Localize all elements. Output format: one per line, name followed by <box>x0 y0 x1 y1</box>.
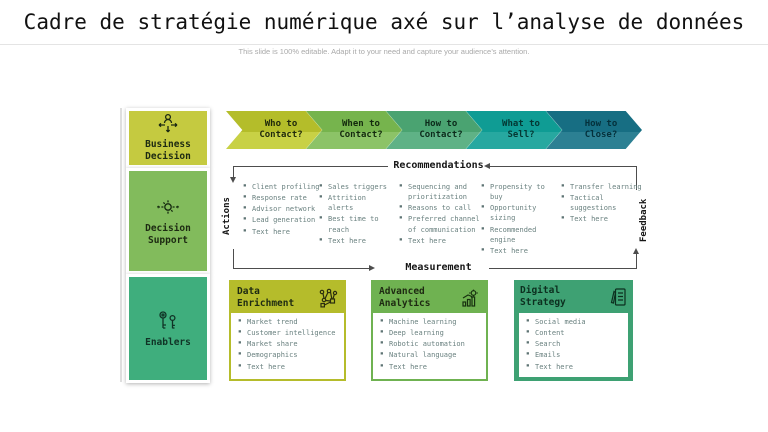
bullet-list: Machine learning Deep learning Robotic a… <box>379 317 482 372</box>
list-item: Robotic automation <box>379 339 482 349</box>
list-item: Advisor network <box>242 204 320 214</box>
measurement-arrow-right-icon <box>369 265 375 271</box>
list-item: Lead generation <box>242 215 320 225</box>
subtitle: This slide is 100% editable. Adapt it to… <box>0 39 768 58</box>
list-item: Best time to reach <box>318 214 394 234</box>
card-body: Social media Content Search Emails Text … <box>519 313 628 377</box>
list-item: Demographics <box>237 350 340 360</box>
measurement-line-right <box>489 268 637 269</box>
list-item: Social media <box>525 317 624 327</box>
loop-right-bottom-line <box>636 254 637 268</box>
advanced-analytics-icon <box>460 288 480 308</box>
recommendation-column-4: Propensity to buy Opportunity sizing Rec… <box>480 182 560 257</box>
bullet-list: Sequencing and prioritization Reasons to… <box>398 182 480 246</box>
loop-left-top-line <box>233 166 234 177</box>
card-header: Data Enrichment <box>231 282 344 313</box>
sidebar-item-label: Enablers <box>145 336 191 348</box>
measurement-line-left <box>233 268 369 269</box>
recommendation-column-3: Sequencing and prioritization Reasons to… <box>398 182 480 247</box>
subtitle-text: This slide is 100% editable. Adapt it to… <box>228 47 540 56</box>
list-item: Emails <box>525 350 624 360</box>
bullet-list: Social media Content Search Emails Text … <box>525 317 624 372</box>
recommendations-arrow-left-icon <box>484 163 490 169</box>
list-item: Market trend <box>237 317 340 327</box>
list-item: Text here <box>398 236 480 246</box>
list-item: Response rate <box>242 193 320 203</box>
sidebar-item-label: Business Decision <box>145 139 191 162</box>
card-header: Digital Strategy <box>514 280 633 313</box>
recommendations-line-right <box>489 166 637 167</box>
list-item: Sequencing and prioritization <box>398 182 480 202</box>
list-item: Text here <box>318 236 394 246</box>
bullet-list: Client profiling Response rate Advisor n… <box>242 182 320 237</box>
card-advanced-analytics: Advanced Analytics Machine learning Deep… <box>371 280 488 381</box>
list-item: Transfer learning <box>560 182 644 192</box>
recommendations-line-left <box>233 166 388 167</box>
card-body: Machine learning Deep learning Robotic a… <box>373 313 486 379</box>
card-data-enrichment: Data Enrichment Market trend Customer in… <box>229 280 346 381</box>
card-title: Digital Strategy <box>520 285 566 308</box>
card-header: Advanced Analytics <box>373 282 486 313</box>
recommendation-column-1: Client profiling Response rate Advisor n… <box>242 182 320 238</box>
business-decision-icon <box>155 113 181 135</box>
decision-support-icon <box>155 195 181 219</box>
list-item: Text here <box>560 214 644 224</box>
process-chevrons: Who to Contact? When to Contact? How to … <box>226 111 642 149</box>
list-item: Search <box>525 339 624 349</box>
list-item: Natural language <box>379 350 482 360</box>
card-title: Data Enrichment <box>237 286 295 309</box>
chevron-who-to-contact: Who to Contact? <box>226 111 322 149</box>
card-body: Market trend Customer intelligence Marke… <box>231 313 344 379</box>
bullet-list: Propensity to buy Opportunity sizing Rec… <box>480 182 560 256</box>
list-item: Propensity to buy <box>480 182 560 202</box>
page-title: Cadre de stratégie numérique axé sur l’a… <box>23 10 745 34</box>
sidebar-item-enablers: Enablers <box>126 274 210 383</box>
list-item: Sales triggers <box>318 182 394 192</box>
list-item: Text here <box>480 246 560 256</box>
feedback-arrow-up-icon <box>633 248 639 254</box>
list-item: Client profiling <box>242 182 320 192</box>
loop-right-top-line <box>636 166 637 190</box>
list-item: Recommended engine <box>480 225 560 245</box>
list-item: Text here <box>525 362 624 372</box>
list-item: Tactical suggestions <box>560 193 644 213</box>
list-item: Market share <box>237 339 340 349</box>
list-item: Deep learning <box>379 328 482 338</box>
sidebar-item-decision-support: Decision Support <box>126 168 210 274</box>
sidebar-item-business-decision: Business Decision <box>126 108 210 168</box>
left-vertical-rule <box>120 108 122 382</box>
loop-left-bottom-line <box>233 249 234 268</box>
bullet-list: Sales triggers Attrition alerts Best tim… <box>318 182 394 246</box>
list-item: Text here <box>242 227 320 237</box>
data-enrichment-icon <box>318 288 338 308</box>
list-item: Customer intelligence <box>237 328 340 338</box>
list-item: Opportunity sizing <box>480 203 560 223</box>
sidebar-item-label: Decision Support <box>145 223 191 246</box>
list-item: Machine learning <box>379 317 482 327</box>
list-item: Content <box>525 328 624 338</box>
keys-icon <box>156 309 180 333</box>
card-digital-strategy: Digital Strategy Social media Content Se… <box>514 280 633 381</box>
actions-arrow-down-icon <box>230 177 236 183</box>
list-item: Attrition alerts <box>318 193 394 213</box>
actions-label: Actions <box>222 197 232 235</box>
recommendations-label: Recommendations <box>393 160 484 171</box>
list-item: Preferred channel of communication <box>398 214 480 234</box>
card-title: Advanced Analytics <box>379 286 431 309</box>
list-item: Text here <box>379 362 482 372</box>
digital-strategy-icon <box>607 287 627 307</box>
bullet-list: Transfer learning Tactical suggestions T… <box>560 182 644 225</box>
list-item: Text here <box>237 362 340 372</box>
list-item: Reasons to call <box>398 203 480 213</box>
recommendation-column-2: Sales triggers Attrition alerts Best tim… <box>318 182 394 247</box>
measurement-label: Measurement <box>405 262 472 273</box>
recommendation-column-5: Transfer learning Tactical suggestions T… <box>560 182 644 226</box>
bullet-list: Market trend Customer intelligence Marke… <box>237 317 340 372</box>
subtitle-divider <box>0 44 768 45</box>
